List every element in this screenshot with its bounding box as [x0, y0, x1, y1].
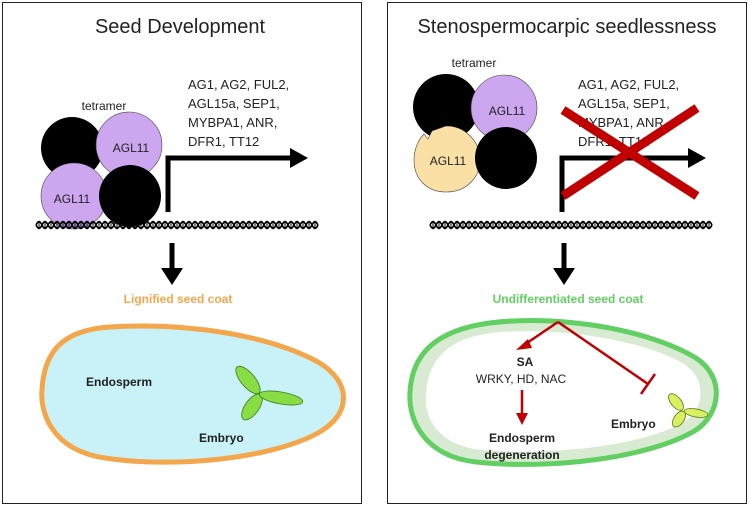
endosperm-degeneration-label-1: Endosperm: [489, 431, 555, 445]
right-protein-bottom: AGL11: [430, 154, 467, 168]
left-protein-bottom: AGL11: [54, 192, 91, 206]
right-tetramer-label: tetramer: [452, 56, 497, 70]
left-coat-label: Lignified seed coat: [124, 292, 233, 306]
right-arrow-head: [688, 148, 706, 168]
right-embryo: [668, 393, 709, 428]
degeneration-arrow-head: [516, 413, 528, 425]
red-cross-line-2: [560, 104, 700, 200]
left-title: Seed Development: [95, 16, 266, 38]
embryo-inhibition-bar: [639, 373, 657, 395]
left-gene-line-3: MYBPA1, ANR,: [188, 115, 277, 130]
right-gene-line-3: MYBPA1, ANR,: [578, 115, 667, 130]
left-circle-black-top: [41, 117, 103, 179]
right-circle-black-bottom: [475, 127, 537, 189]
left-tetramer-label: tetramer: [82, 99, 127, 113]
panel-stenospermocarpic: [387, 2, 747, 504]
right-coat-label: Undifferentiated seed coat: [493, 292, 644, 306]
dna-strand: [35, 220, 319, 230]
left-gene-line-4: DFR1, TT12: [188, 134, 259, 149]
right-circle-black-top: [413, 74, 479, 140]
right-protein-top: AGL11: [489, 104, 526, 118]
left-activation-arrow: [165, 155, 292, 212]
embryo-inhibition-line: [557, 320, 649, 386]
dna-strand: [35, 220, 319, 230]
dna-strand: [429, 220, 713, 230]
left-protein-top: AGL11: [113, 141, 150, 155]
right-seed-inner: [425, 331, 701, 452]
left-endosperm-label: Endosperm: [86, 375, 152, 389]
tf-label: WRKY, HD, NAC: [476, 372, 567, 386]
left-down-arrow-head: [161, 268, 183, 285]
sa-arrow: [523, 320, 559, 347]
left-embryo-label: Embryo: [199, 431, 244, 445]
right-gene-line-1: AG1, AG2, FUL2,: [578, 77, 679, 92]
sa-arrow-head: [516, 339, 532, 350]
left-embryo: [235, 365, 304, 421]
right-title: Stenospermocarpic seedlessness: [417, 16, 716, 38]
left-arrow-head: [290, 148, 308, 168]
right-dna-helix: [429, 220, 713, 230]
dna-strand: [429, 220, 713, 230]
sa-label: SA: [517, 355, 534, 369]
right-embryo-label: Embryo: [611, 417, 656, 431]
left-circle-black-bottom: [99, 165, 161, 227]
right-down-arrow-head: [553, 268, 575, 285]
left-gene-line-1: AG1, AG2, FUL2,: [188, 77, 289, 92]
right-gene-line-2: AGL15a, SEP1,: [578, 96, 670, 111]
left-dna-helix: [35, 220, 319, 230]
left-gene-line-2: AGL15a, SEP1,: [188, 96, 280, 111]
endosperm-degeneration-label-2: degeneration: [484, 448, 559, 462]
left-seed: [39, 323, 346, 465]
